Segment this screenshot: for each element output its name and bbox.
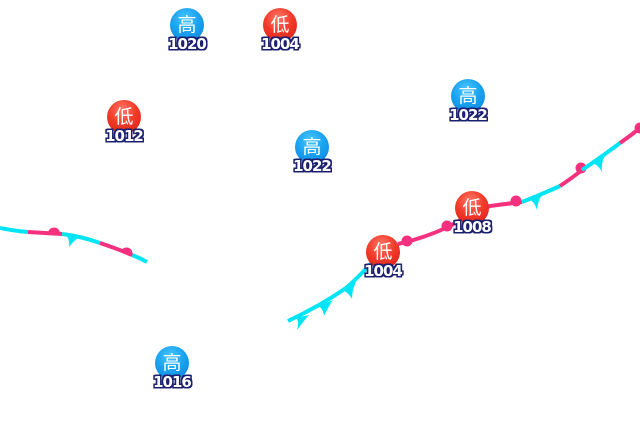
pressure-label: 1022	[290, 157, 334, 175]
cold-front-triangle-icon	[65, 235, 80, 247]
high-pressure-marker[interactable]: 高 1022	[446, 79, 490, 125]
low-pressure-marker[interactable]: 低 1008	[450, 191, 494, 237]
warm-front-semicircle-icon	[511, 196, 522, 207]
pressure-label: 1004	[361, 262, 405, 280]
low-pressure-marker[interactable]: 低 1004	[361, 235, 405, 281]
pressure-label: 1020	[165, 35, 209, 53]
pressure-label: 1012	[102, 127, 146, 145]
high-pressure-marker[interactable]: 高 1022	[290, 130, 334, 176]
high-pressure-marker[interactable]: 高 1016	[150, 346, 194, 392]
high-pressure-marker[interactable]: 高 1020	[165, 8, 209, 54]
low-pressure-marker[interactable]: 低 1012	[102, 100, 146, 146]
pressure-label: 1008	[450, 218, 494, 236]
front-west	[0, 227, 147, 262]
warm-front-semicircle-icon	[48, 227, 60, 234]
low-pressure-marker[interactable]: 低 1004	[258, 8, 302, 54]
pressure-label: 1016	[150, 373, 194, 391]
pressure-label: 1022	[446, 106, 490, 124]
pressure-label: 1004	[258, 35, 302, 53]
